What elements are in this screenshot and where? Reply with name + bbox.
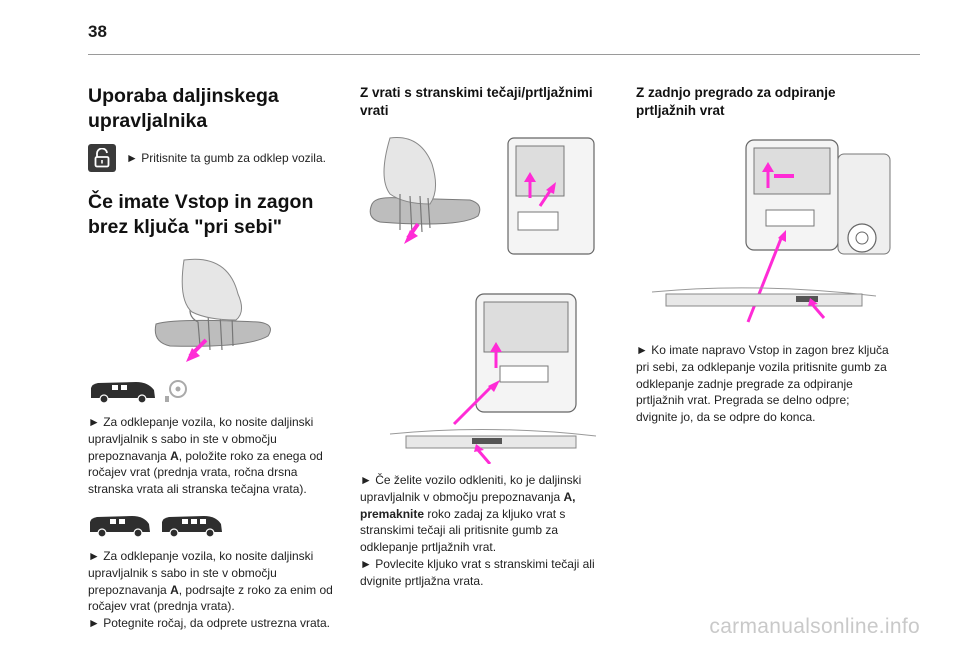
- keyless-paragraph-2: ► Za odklepanje vozila, ko nosite daljin…: [88, 548, 333, 614]
- header-rule: [88, 54, 920, 55]
- rear-window-paragraph: ► Ko imate napravo Vstop in zagon brez k…: [636, 343, 889, 425]
- van-icon: [91, 382, 155, 404]
- hinged-paragraph-1: ► Če želite vozilo odkleniti, ko je dalj…: [360, 473, 582, 555]
- section-title-keyless: Če imate Vstop in zagon brez ključa "pri…: [88, 191, 314, 238]
- watermark: carmanualsonline.info: [709, 615, 920, 638]
- section-title-rear-window: Z zadnjo pregrado za odpiranje prtljažni…: [636, 85, 836, 118]
- tailgate-handle-illustration: [360, 288, 618, 464]
- hand-on-handle-illustration: [88, 254, 346, 372]
- rear-window-illustration: [636, 134, 894, 324]
- unlock-icon: [88, 144, 116, 172]
- column-remote-usage: Uporaba daljinskega upravljalnika ► Prit…: [88, 84, 346, 632]
- hinged-paragraph-2: ► Povlecite kljuko vrat s stranskimi teč…: [360, 556, 595, 588]
- hinged-door-illustration: [360, 134, 618, 274]
- press-button-text: ► Pritisnite ta gumb za odklep vozila.: [126, 150, 326, 165]
- column-rear-window: Z zadnjo pregrado za odpiranje prtljažni…: [636, 84, 894, 426]
- steering-wheel-icon: [165, 380, 187, 402]
- van-icons-row-1: [88, 378, 346, 404]
- page-number: 38: [88, 22, 107, 41]
- van-icon: [90, 515, 150, 538]
- section-title-hinged: Z vrati s stranskimi tečaji/prtljažnimi …: [360, 85, 593, 118]
- van-icon: [162, 515, 222, 538]
- keyless-paragraph-3: ► Potegnite ročaj, da odprete ustrezna v…: [88, 616, 331, 631]
- van-icons-row-2: [88, 512, 346, 538]
- unlock-instruction: ► Pritisnite ta gumb za odklep vozila.: [88, 144, 346, 172]
- keyless-paragraph-1: ► Za odklepanje vozila, ko nosite daljin…: [88, 415, 323, 497]
- section-title-remote: Uporaba daljinskega upravljalnika: [88, 85, 279, 132]
- column-side-hinged-doors: Z vrati s stranskimi tečaji/prtljažnimi …: [360, 84, 618, 590]
